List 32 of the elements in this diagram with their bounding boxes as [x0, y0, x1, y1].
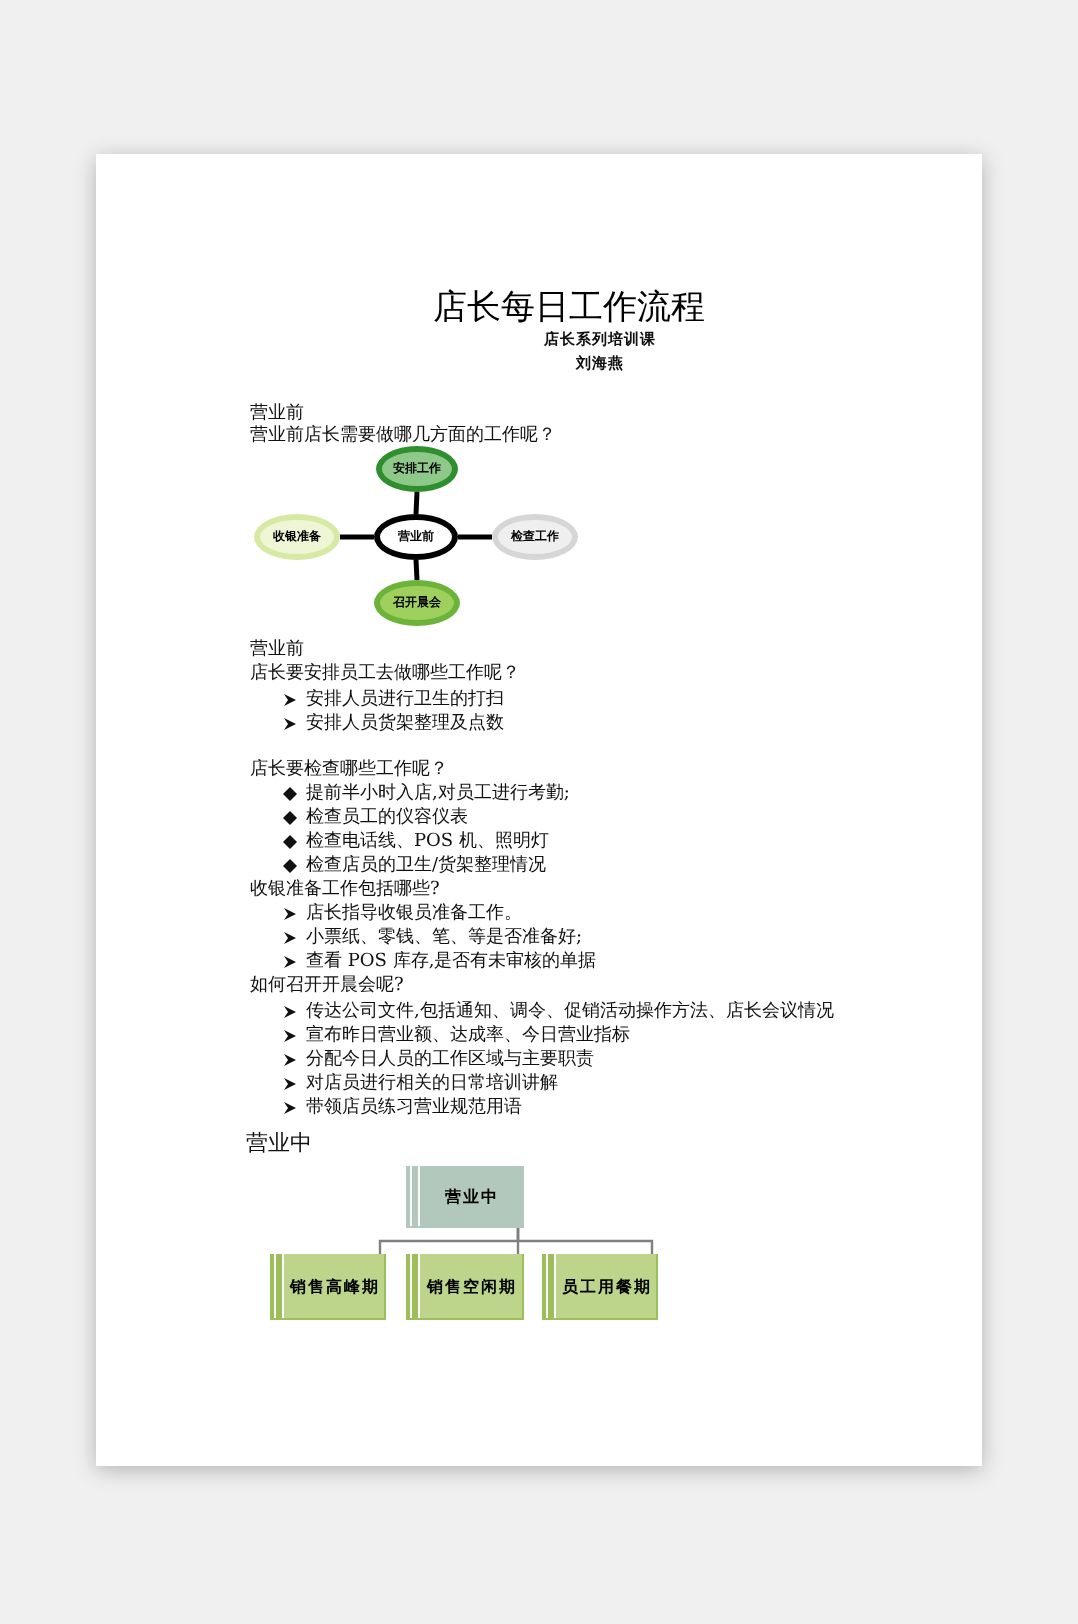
connector-line [458, 534, 492, 540]
org-box: 销售空闲期 [406, 1254, 524, 1320]
text-line: 收银准备工作包括哪些? [250, 878, 440, 902]
section-heading: 营业中 [246, 1130, 312, 1158]
list-item: 分配今日人员的工作区域与主要职责 [306, 1048, 594, 1072]
list-item: 提前半小时入店,对员工进行考勤; [306, 782, 570, 806]
list-item: 查看 POS 库存,是否有未审核的单据 [306, 950, 597, 974]
text-line: 店长要检查哪些工作呢？ [250, 758, 448, 782]
list-item: 小票纸、零钱、笔、等是否准备好; [306, 926, 583, 950]
connector-line [413, 491, 420, 515]
connector-line [413, 559, 420, 581]
text-line: 店长要安排员工去做哪些工作呢？ [250, 662, 520, 686]
text-line: 营业前店长需要做哪几方面的工作呢？ [250, 424, 556, 448]
connector-line [340, 534, 374, 540]
list-item: 宣布昨日营业额、达成率、今日营业指标 [306, 1024, 630, 1048]
list-item: 安排人员进行卫生的打扫 [306, 688, 504, 712]
list-item: 传达公司文件,包括通知、调令、促销活动操作方法、店长会议情况 [306, 1000, 834, 1024]
text-line: 营业前 [250, 638, 304, 662]
list-item: 检查电话线、POS 机、照明灯 [306, 830, 549, 854]
text-line: 如何召开开晨会呢? [250, 974, 404, 998]
org-box: 营业中 [406, 1166, 524, 1228]
org-box: 销售高峰期 [270, 1254, 386, 1320]
list-item: 检查店员的卫生/货架整理情况 [306, 854, 547, 878]
list-item: 检查员工的仪容仪表 [306, 806, 468, 830]
list-item: 店长指导收银员准备工作。 [306, 902, 522, 926]
title: 店长每日工作流程 [431, 286, 707, 330]
text-line: 营业前 [250, 402, 304, 425]
org-box: 员工用餐期 [542, 1254, 658, 1320]
connector-line [516, 1228, 654, 1254]
list-item: 安排人员货架整理及点数 [306, 712, 504, 736]
list-item: 带领店员练习营业规范用语 [306, 1096, 522, 1120]
list-item: 对店员进行相关的日常培训讲解 [306, 1072, 558, 1096]
